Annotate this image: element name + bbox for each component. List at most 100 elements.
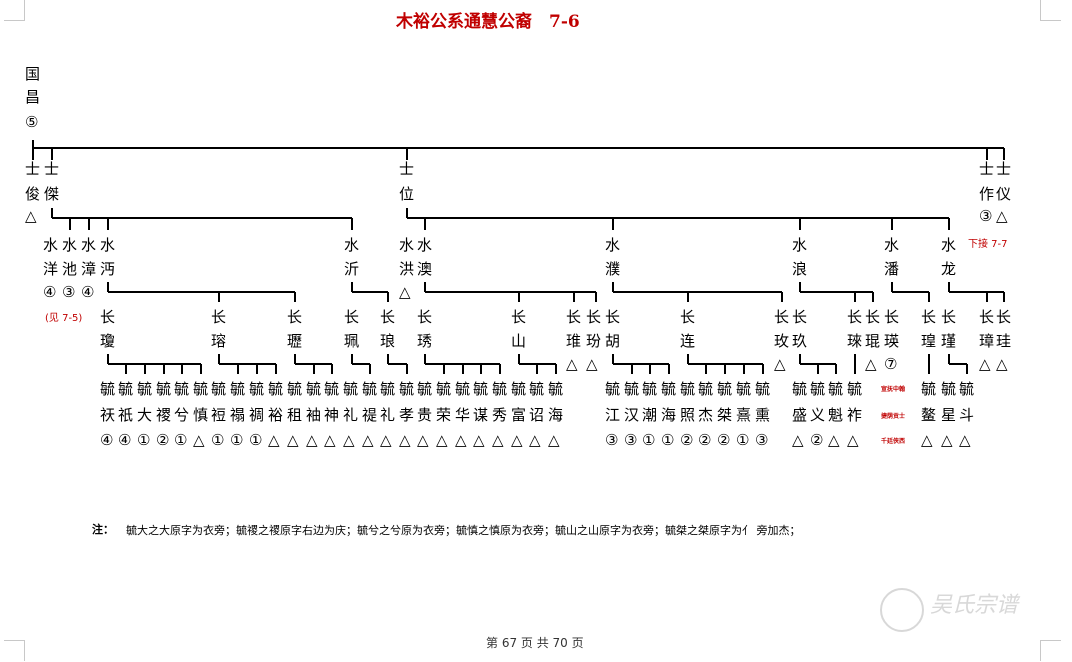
gen5-prefix: 毓 — [511, 380, 527, 398]
gen3-name: 漳 — [81, 260, 97, 278]
gen4-name: 珮 — [344, 332, 360, 350]
gen3-prefix: 水 — [792, 236, 808, 254]
gen5-mark: ③ — [605, 431, 619, 449]
gen5-name: 斗 — [959, 406, 975, 424]
gen5-prefix: 毓 — [137, 380, 153, 398]
gen4-name: 瓊 — [100, 332, 116, 350]
gen5-mark: △ — [492, 431, 504, 449]
gen5-mark: △ — [847, 431, 859, 449]
gen4-name: 珪 — [996, 332, 1012, 350]
gen5-prefix: 毓 — [380, 380, 396, 398]
gen4-name: 瑾 — [941, 332, 957, 350]
gen3-name: 浪 — [792, 260, 808, 278]
gen4-name: 瑝 — [921, 332, 937, 350]
gen4-prefix: 长 — [511, 308, 527, 326]
gen4-mark: △ — [996, 355, 1008, 373]
gen5-name: 礼 — [380, 406, 396, 424]
gen5-name: 慎 — [193, 406, 209, 424]
gen4-prefix: 长 — [792, 308, 808, 326]
gen5-mark: △ — [529, 431, 541, 449]
gen5-name: 杰 — [698, 406, 714, 424]
gen2-name: 仪 — [996, 185, 1012, 203]
person-guochang-mark: ⑤ — [25, 113, 39, 131]
gen2-prefix: 士 — [399, 160, 415, 178]
gen5-name: 租 — [287, 406, 303, 424]
gen5-prefix: 毓 — [249, 380, 265, 398]
gen5-name: 富 — [511, 406, 527, 424]
gen5-prefix: 毓 — [436, 380, 452, 398]
gen3-prefix: 水 — [605, 236, 621, 254]
gen4-prefix: 长 — [884, 308, 900, 326]
gen3-mark: ④ — [81, 283, 95, 301]
gen5-name: 星 — [941, 406, 957, 424]
gen5-name: 盛 — [792, 406, 808, 424]
gen5-prefix: 毓 — [362, 380, 378, 398]
gen2-mark: △ — [996, 207, 1008, 225]
watermark-text: 吴氏宗谱 — [930, 593, 1019, 618]
gen5-prefix: 毓 — [174, 380, 190, 398]
gen5-name: 谋 — [473, 406, 489, 424]
gen5-mark: △ — [268, 431, 280, 449]
gen5-prefix: 毓 — [661, 380, 677, 398]
gen5-mark: ④ — [118, 431, 132, 449]
gen5-mark: ① — [230, 431, 244, 449]
gen3-name: 潘 — [884, 260, 900, 278]
gen4-name: 山 — [511, 332, 527, 350]
gen2-prefix: 士 — [979, 160, 995, 178]
gen4-name: 瑢 — [211, 332, 227, 350]
gen4-prefix: 长 — [287, 308, 303, 326]
gen4-name: 连 — [680, 332, 696, 350]
gen2-mark: ③ — [979, 207, 993, 225]
gen3-prefix: 水 — [417, 236, 433, 254]
gen4-mark: △ — [774, 355, 786, 373]
gen5-mark: △ — [455, 431, 467, 449]
gen5-name: 兮 — [174, 406, 190, 424]
gen3-name: 沂 — [344, 260, 360, 278]
gen5-mark: ① — [661, 431, 675, 449]
gen5-name: 照 — [680, 406, 696, 424]
gen5-mark: △ — [959, 431, 971, 449]
gen4-prefix: 长 — [417, 308, 433, 326]
gen5-mark: △ — [921, 431, 933, 449]
gen5-prefix: 毓 — [828, 380, 844, 398]
gen3-prefix: 水 — [884, 236, 900, 254]
gen5-name: 熹 — [736, 406, 752, 424]
gen4-prefix: 长 — [921, 308, 937, 326]
gen4-prefix: 长 — [566, 308, 582, 326]
gen3-name: 澳 — [417, 260, 433, 278]
small-note: 千廷侠西 — [881, 438, 906, 445]
gen5-mark: △ — [193, 431, 205, 449]
gen5-prefix: 毓 — [736, 380, 752, 398]
gen4-name: 琅 — [380, 332, 396, 350]
gen5-prefix: 毓 — [193, 380, 209, 398]
gen4-name: 琨 — [865, 332, 881, 350]
gen5-name: 孝 — [399, 406, 415, 424]
gen5-prefix: 毓 — [287, 380, 303, 398]
gen4-prefix: 长 — [100, 308, 116, 326]
gen5-mark: ④ — [100, 431, 114, 449]
gen4-prefix: 长 — [941, 308, 957, 326]
gen5-prefix: 毓 — [755, 380, 771, 398]
gen5-mark: △ — [306, 431, 318, 449]
gen3-name: 池 — [62, 260, 78, 278]
gen5-prefix: 毓 — [959, 380, 975, 398]
gen5-prefix: 毓 — [921, 380, 937, 398]
gen5-name: 大 — [137, 406, 153, 424]
gen5-mark: ② — [680, 431, 694, 449]
gen3-prefix: 水 — [399, 236, 415, 254]
gen5-prefix: 毓 — [473, 380, 489, 398]
gen4-mark: △ — [865, 355, 877, 373]
gen5-name: 义 — [810, 406, 826, 424]
gen5-name: 魁 — [828, 406, 844, 424]
gen4-name: 琜 — [847, 332, 863, 350]
gen5-mark: ① — [211, 431, 225, 449]
gen4-prefix: 长 — [979, 308, 995, 326]
gen5-prefix: 毓 — [306, 380, 322, 398]
gen5-name: 鳌 — [921, 406, 937, 424]
gen5-prefix: 毓 — [548, 380, 564, 398]
gen5-mark: △ — [362, 431, 374, 449]
gen5-name: 禝 — [156, 406, 172, 424]
gen4-name: 琟 — [566, 332, 582, 350]
gen3-prefix: 水 — [43, 236, 59, 254]
